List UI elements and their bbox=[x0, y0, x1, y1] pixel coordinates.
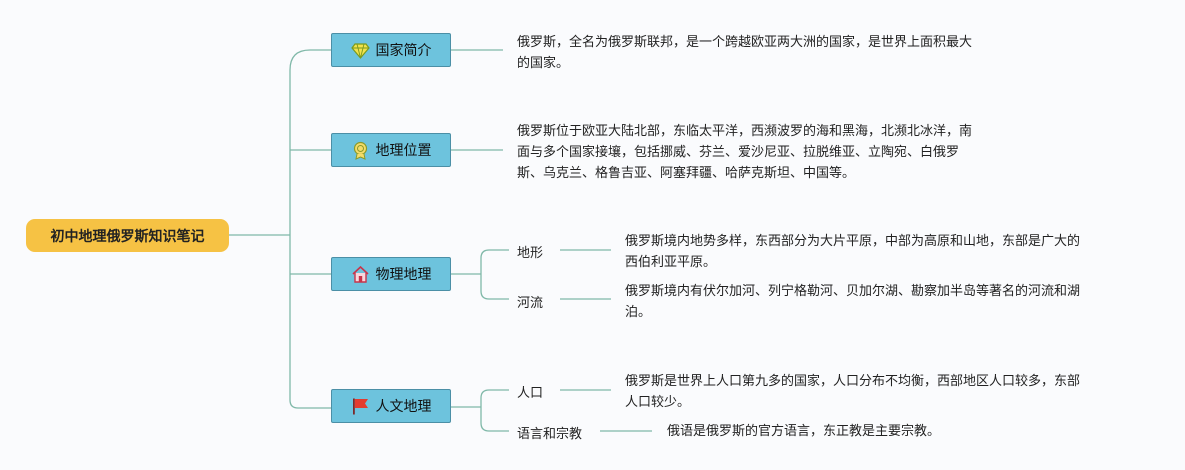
home-icon bbox=[351, 265, 370, 284]
topic-label: 国家简介 bbox=[375, 43, 432, 59]
topic-country-intro[interactable]: 国家简介 bbox=[331, 33, 451, 67]
population-description: 俄罗斯是世界上人口第九多的国家，人口分布不均衡，西部地区人口较多，东部 人口较少… bbox=[625, 374, 1081, 410]
diamond-icon bbox=[350, 41, 370, 60]
root-node[interactable]: 初中地理俄罗斯知识笔记 bbox=[26, 219, 229, 252]
flag-icon bbox=[351, 397, 370, 416]
medal-icon bbox=[351, 141, 370, 160]
subtopic-population[interactable]: 人口 bbox=[517, 386, 544, 401]
topic-human-geography[interactable]: 人文地理 bbox=[331, 389, 451, 423]
subtopic-language-religion[interactable]: 语言和宗教 bbox=[517, 427, 583, 442]
rivers-description: 俄罗斯境内有伏尔加河、列宁格勒河、贝加尔湖、勘察加半岛等著名的河流和湖 泊。 bbox=[625, 284, 1081, 320]
root-label: 初中地理俄罗斯知识笔记 bbox=[50, 228, 205, 245]
topic-label: 物理地理 bbox=[375, 267, 432, 283]
subtopic-rivers[interactable]: 河流 bbox=[517, 296, 544, 311]
topic-location[interactable]: 地理位置 bbox=[331, 133, 451, 167]
location-description: 俄罗斯位于欧亚大陆北部，东临太平洋，西濒波罗的海和黑海，北濒北冰洋，南 面与多个… bbox=[517, 124, 973, 181]
country-intro-description: 俄罗斯，全名为俄罗斯联邦，是一个跨越欧亚两大洲的国家，是世界上面积最大 的国家。 bbox=[517, 35, 973, 71]
language-religion-description: 俄语是俄罗斯的官方语言，东正教是主要宗教。 bbox=[667, 424, 941, 439]
topic-label: 人文地理 bbox=[375, 399, 432, 415]
terrain-description: 俄罗斯境内地势多样，东西部分为大片平原，中部为高原和山地，东部是广大的 西伯利亚… bbox=[625, 234, 1081, 270]
topic-physical-geography[interactable]: 物理地理 bbox=[331, 257, 451, 291]
topic-label: 地理位置 bbox=[375, 143, 432, 159]
subtopic-terrain[interactable]: 地形 bbox=[517, 246, 544, 261]
